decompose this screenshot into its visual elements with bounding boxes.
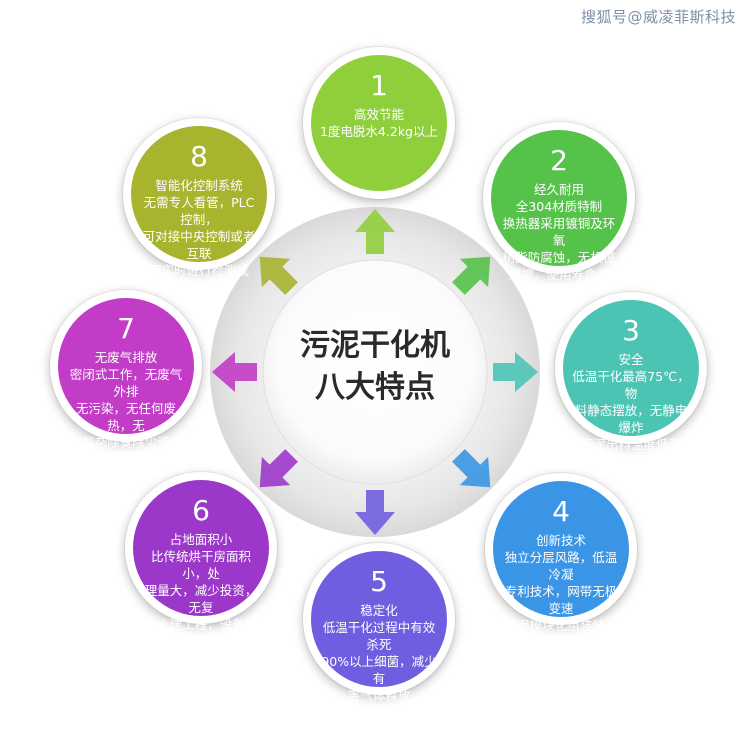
feature-circle-8: 8 智能化控制系统无需专人看管，PLC控制， 可对接中央控制或者互联 网实时进行检… (123, 118, 275, 295)
arrow-8 (259, 256, 298, 295)
feature-circle-6: 6 占地面积小比传统烘干房面积小，处 理量大，减少投资，无复 杂土建工程，设备安装… (125, 472, 277, 666)
feature-number: 5 (370, 565, 388, 598)
feature-number: 1 (370, 69, 388, 102)
feature-number: 7 (117, 312, 135, 345)
feature-number: 3 (622, 314, 640, 347)
feature-title: 无废气排放 (94, 350, 158, 365)
feature-description: 全304材质特制 换热器采用镀铜及环氧 树脂防腐蚀，无机械 摩擦，使用寿命长 (502, 199, 616, 282)
arrow-1 (355, 209, 395, 254)
inner-disc (262, 259, 488, 485)
feature-title: 创新技术 (535, 533, 586, 548)
feature-circle-1: 1 高效节能 1度电脱水4.2kg以上 (303, 47, 455, 199)
feature-title: 安全 (618, 352, 644, 367)
arrow-4 (452, 449, 491, 488)
feature-number: 4 (552, 495, 570, 528)
feature-number: 8 (190, 140, 208, 173)
arrow-3 (493, 352, 538, 392)
feature-title: 智能化控制系统 (155, 178, 243, 193)
feature-title: 高效节能 (353, 107, 404, 122)
feature-title: 占地面积小 (169, 532, 233, 547)
feature-title: 经久耐用 (533, 182, 584, 197)
feature-title: 稳定化 (360, 603, 398, 618)
feature-number: 6 (192, 494, 210, 527)
feature-description: 无需专人看管，PLC控制， 可对接中央控制或者互联 网实时进行检测或 操控 (142, 195, 256, 295)
feature-circle-2: 2 经久耐用全304材质特制 换热器采用镀铜及环氧 树脂防腐蚀，无机械 摩擦，使用… (483, 122, 635, 282)
center-title-line1: 污泥干化机 (300, 328, 450, 363)
center-title: 污泥干化机 八大特点 (275, 325, 475, 409)
feature-circle-7: 7 无废气排放密闭式工作，无废气外排 无污染，无任何废热，无 需复杂除臭除尘设备 (50, 290, 202, 450)
feature-circle-4: 4 创新技术独立分层风路，低温冷凝 专利技术，网带无极变速 采用模块化组装结构 (485, 473, 637, 633)
arrow-6 (259, 449, 298, 488)
center-title-line2: 八大特点 (315, 370, 435, 405)
watermark-text: 搜狐号@威凌菲斯科技 (580, 8, 736, 26)
feature-description: 低温干化过程中有效杀死 90%以上细菌，减少有 害气体释放 (321, 620, 437, 703)
feature-description: 1度电脱水4.2kg以上 (319, 124, 438, 139)
feature-description: 低温干化最高75℃，物 料静态摆放，无静电爆炸 污泥出料温度低于50℃ (572, 369, 690, 469)
feature-description: 比传统烘干房面积小，处 理量大，减少投资，无复 杂土建工程，设备安装 调试周期短… (144, 549, 258, 666)
feature-circle-5: 5 稳定化低温干化过程中有效杀死 90%以上细菌，减少有 害气体释放 (303, 543, 455, 703)
arrow-5 (355, 490, 395, 535)
feature-description: 密闭式工作，无废气外排 无污染，无任何废热，无 需复杂除臭除尘设备 (69, 367, 183, 450)
feature-circle-3: 3 安全低温干化最高75℃，物 料静态摆放，无静电爆炸 污泥出料温度低于50℃ (555, 292, 707, 469)
feature-description: 独立分层风路，低温冷凝 专利技术，网带无极变速 采用模块化组装结构 (504, 550, 618, 633)
arrow-2 (452, 256, 491, 295)
arrow-7 (212, 352, 257, 392)
feature-number: 2 (550, 144, 568, 177)
